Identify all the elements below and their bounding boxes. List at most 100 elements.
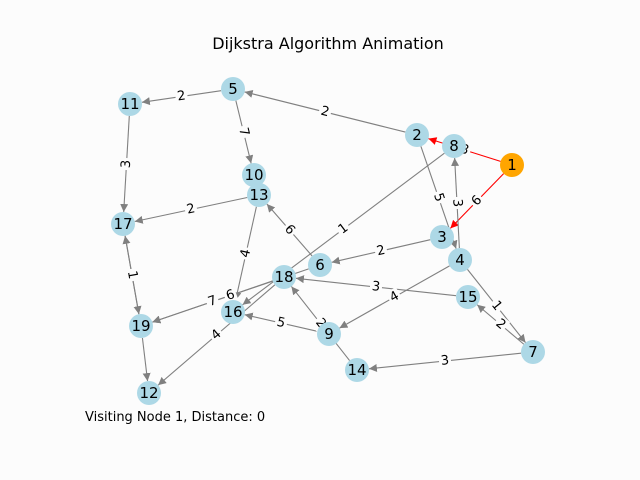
edge-weight-bg xyxy=(174,87,189,106)
node-16: 16 xyxy=(221,300,245,324)
edge-weight-text: 3 xyxy=(440,353,450,369)
edge-weight-bg xyxy=(183,200,199,219)
node-label: 8 xyxy=(449,137,459,155)
node-circle xyxy=(129,314,153,338)
edge-weight-text: 2 xyxy=(176,88,186,104)
edge-weight-4-8: 3 xyxy=(448,196,466,210)
node-label: 15 xyxy=(458,288,477,306)
node-circle xyxy=(521,340,545,364)
edge-weight-text: 2 xyxy=(319,104,331,121)
chart-title: Dijkstra Algorithm Animation xyxy=(212,34,444,53)
node-circle xyxy=(111,212,135,236)
edge-weight-text: 3 xyxy=(449,198,464,207)
edge-weight-text: 3 xyxy=(371,279,381,295)
edge-weight-text: 7 xyxy=(235,126,252,138)
node-4: 4 xyxy=(448,248,472,272)
edge-weight-bg xyxy=(385,287,404,307)
edge-weight-18-12: 4 xyxy=(206,325,227,345)
edge-weight-text: 4 xyxy=(238,248,254,259)
node-13: 13 xyxy=(247,183,271,207)
node-10: 10 xyxy=(242,163,266,187)
node-circle xyxy=(345,358,369,382)
node-14: 14 xyxy=(345,358,369,382)
node-label: 13 xyxy=(249,186,268,204)
edge-weight-bg xyxy=(310,313,331,334)
node-label: 9 xyxy=(324,325,334,343)
edge-weight-bg xyxy=(234,124,253,140)
edge-weight-5-10: 7 xyxy=(234,124,253,140)
status-text: Visiting Node 1, Distance: 0 xyxy=(85,410,265,425)
edge-weight-bg xyxy=(467,191,487,211)
node-15: 15 xyxy=(456,285,480,309)
node-3: 3 xyxy=(430,225,454,249)
edge-weight-9-16: 5 xyxy=(273,313,289,333)
edge-weight-bg xyxy=(123,267,141,283)
node-label: 18 xyxy=(274,268,293,286)
node-17: 17 xyxy=(111,212,135,236)
node-12: 12 xyxy=(137,381,161,405)
node-circle xyxy=(272,265,296,289)
node-circle xyxy=(221,300,245,324)
node-19: 19 xyxy=(129,314,153,338)
node-circle xyxy=(500,153,524,177)
edge-weight-bg xyxy=(279,220,300,240)
node-11: 11 xyxy=(118,92,142,116)
node-circle xyxy=(448,248,472,272)
edge-weight-4-7: 1 xyxy=(486,296,507,316)
node-circle xyxy=(456,285,480,309)
node-circle xyxy=(405,123,429,147)
edge-weight-bg xyxy=(118,157,135,171)
edge-weight-bg xyxy=(490,314,511,335)
node-18: 18 xyxy=(272,265,296,289)
node-label: 12 xyxy=(139,384,158,402)
node-circle xyxy=(317,322,341,346)
edge-weight-3-6: 2 xyxy=(373,241,389,261)
edge-weight-bg xyxy=(333,219,354,239)
edge-weights-layer: 3625273241623412337652421 xyxy=(118,87,511,370)
edge-weight-17-19: 1 xyxy=(123,267,141,283)
edge-weight-bg xyxy=(428,189,449,206)
edge-19-12 xyxy=(141,337,151,382)
edge-weight-bg xyxy=(448,196,466,210)
node-circle xyxy=(242,163,266,187)
edge-weight-6-13: 6 xyxy=(279,220,300,240)
edge-weight-text: 1 xyxy=(124,270,140,281)
node-label: 7 xyxy=(528,343,538,361)
node-6: 6 xyxy=(308,253,332,277)
node-circle xyxy=(137,381,161,405)
edge-weight-7-14: 3 xyxy=(438,352,452,370)
node-1: 1 xyxy=(500,153,524,177)
edge-weight-13-16: 4 xyxy=(236,245,256,262)
edge-weight-bg xyxy=(236,245,256,262)
edge-weight-text: 2 xyxy=(185,201,196,217)
node-label: 4 xyxy=(455,251,465,269)
node-circle xyxy=(221,77,245,101)
edge-weight-text: 5 xyxy=(275,315,286,331)
node-label: 6 xyxy=(315,256,325,274)
node-label: 16 xyxy=(223,303,242,321)
edge-weight-bg xyxy=(438,352,452,370)
node-label: 1 xyxy=(507,156,517,174)
node-label: 14 xyxy=(347,361,366,379)
edge-weight-15-18: 3 xyxy=(369,278,383,296)
node-7: 7 xyxy=(521,340,545,364)
node-circle xyxy=(430,225,454,249)
edge-weight-8-16: 1 xyxy=(333,219,354,239)
node-circle xyxy=(247,183,271,207)
node-5: 5 xyxy=(221,77,245,101)
edge-weight-2-5: 2 xyxy=(317,102,333,122)
edge-weight-bg xyxy=(373,241,389,261)
node-label: 2 xyxy=(412,126,422,144)
edge-weight-11-17: 3 xyxy=(118,157,135,171)
node-circle xyxy=(308,253,332,277)
edge-weight-bg xyxy=(204,291,221,312)
node-label: 3 xyxy=(437,228,447,246)
edge-weight-18-19: 7 xyxy=(204,291,221,312)
edge-weight-4-9: 4 xyxy=(385,287,404,307)
node-8: 8 xyxy=(442,134,466,158)
node-circle xyxy=(118,92,142,116)
edge-weight-2-4: 5 xyxy=(428,189,449,206)
